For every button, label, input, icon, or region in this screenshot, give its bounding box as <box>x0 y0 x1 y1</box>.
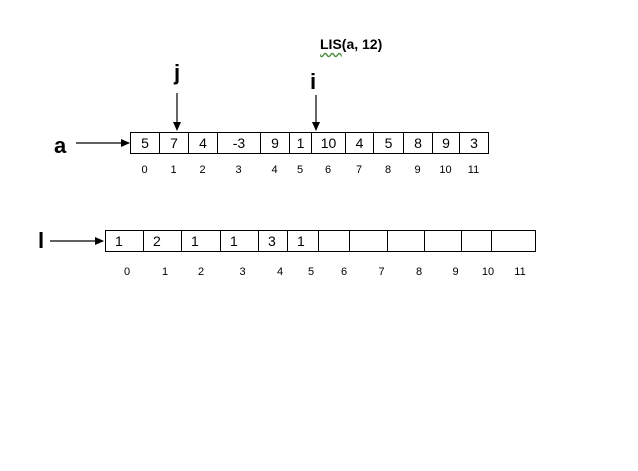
array-l-cell: 2 <box>144 231 182 251</box>
array-l-index: 4 <box>276 266 284 278</box>
array-l-index: 9 <box>452 266 459 278</box>
array-l-label: l <box>38 228 45 253</box>
array-a-cell: 1 <box>290 133 312 153</box>
array-a-index: 0 <box>141 164 148 176</box>
array-l-index: 5 <box>307 266 315 278</box>
array-l-cell: 1 <box>106 231 144 251</box>
array-a-cell: 5 <box>131 133 160 153</box>
array-l-cell <box>425 231 462 251</box>
array-l-index: 0 <box>123 266 131 278</box>
array-a-index: 3 <box>235 164 242 176</box>
array-a-cell: 7 <box>160 133 189 153</box>
array-a-label: a <box>54 133 67 158</box>
array-a-cell: 8 <box>404 133 433 153</box>
array-a-indices: 0 1 2 3 4 5 6 7 8 9 10 11 <box>130 164 488 176</box>
pointer-i-label: i <box>310 69 317 94</box>
array-a-index: 5 <box>296 164 304 176</box>
array-l-index: 2 <box>197 266 205 278</box>
array-a-cell: 4 <box>346 133 374 153</box>
array-a-index: 2 <box>199 164 206 176</box>
array-a-cell: 9 <box>261 133 290 153</box>
array-l-cell: 1 <box>288 231 319 251</box>
array-a-index: 7 <box>355 164 363 176</box>
array-a-index: 10 <box>439 164 452 176</box>
array-a: 5 7 4 -3 9 1 10 4 5 8 9 3 <box>130 132 489 154</box>
array-l-cell: 1 <box>221 231 259 251</box>
array-a-cell: 5 <box>374 133 404 153</box>
array-l-index: 11 <box>514 266 526 278</box>
array-l-cell <box>350 231 388 251</box>
pointer-j-label: j <box>174 60 181 85</box>
array-l-index: 3 <box>239 266 246 278</box>
array-a-index: 8 <box>384 164 392 176</box>
array-a-index: 11 <box>467 164 480 176</box>
array-a-index: 6 <box>324 164 332 176</box>
array-l-index: 10 <box>481 266 495 278</box>
title-arguments: (a, 12) <box>341 36 383 52</box>
array-a-index: 4 <box>271 164 278 176</box>
array-a-cell: 10 <box>312 133 346 153</box>
array-a-cell: 3 <box>460 133 489 153</box>
diagram-title: LIS(a, 12) <box>320 36 382 52</box>
array-a-cell: 9 <box>433 133 460 153</box>
array-l-cell: 3 <box>259 231 288 251</box>
array-l-cell <box>462 231 492 251</box>
array-l-index: 7 <box>378 266 385 278</box>
array-a-cell: -3 <box>218 133 261 153</box>
array-l-indices: 0 1 2 3 4 5 6 7 8 9 10 11 <box>105 266 538 278</box>
array-l-index: 6 <box>340 266 348 278</box>
array-l: 1 2 1 1 3 1 <box>105 230 536 252</box>
array-l-index: 1 <box>161 266 169 278</box>
array-l-cell <box>388 231 425 251</box>
array-l-index: 8 <box>415 266 423 278</box>
array-l-cell <box>492 231 536 251</box>
array-a-index: 9 <box>414 164 421 176</box>
array-l-cell <box>319 231 350 251</box>
array-l-cell: 1 <box>182 231 221 251</box>
array-a-cell: 4 <box>189 133 218 153</box>
title-function-name: LIS <box>320 36 342 52</box>
array-a-index: 1 <box>170 164 177 176</box>
